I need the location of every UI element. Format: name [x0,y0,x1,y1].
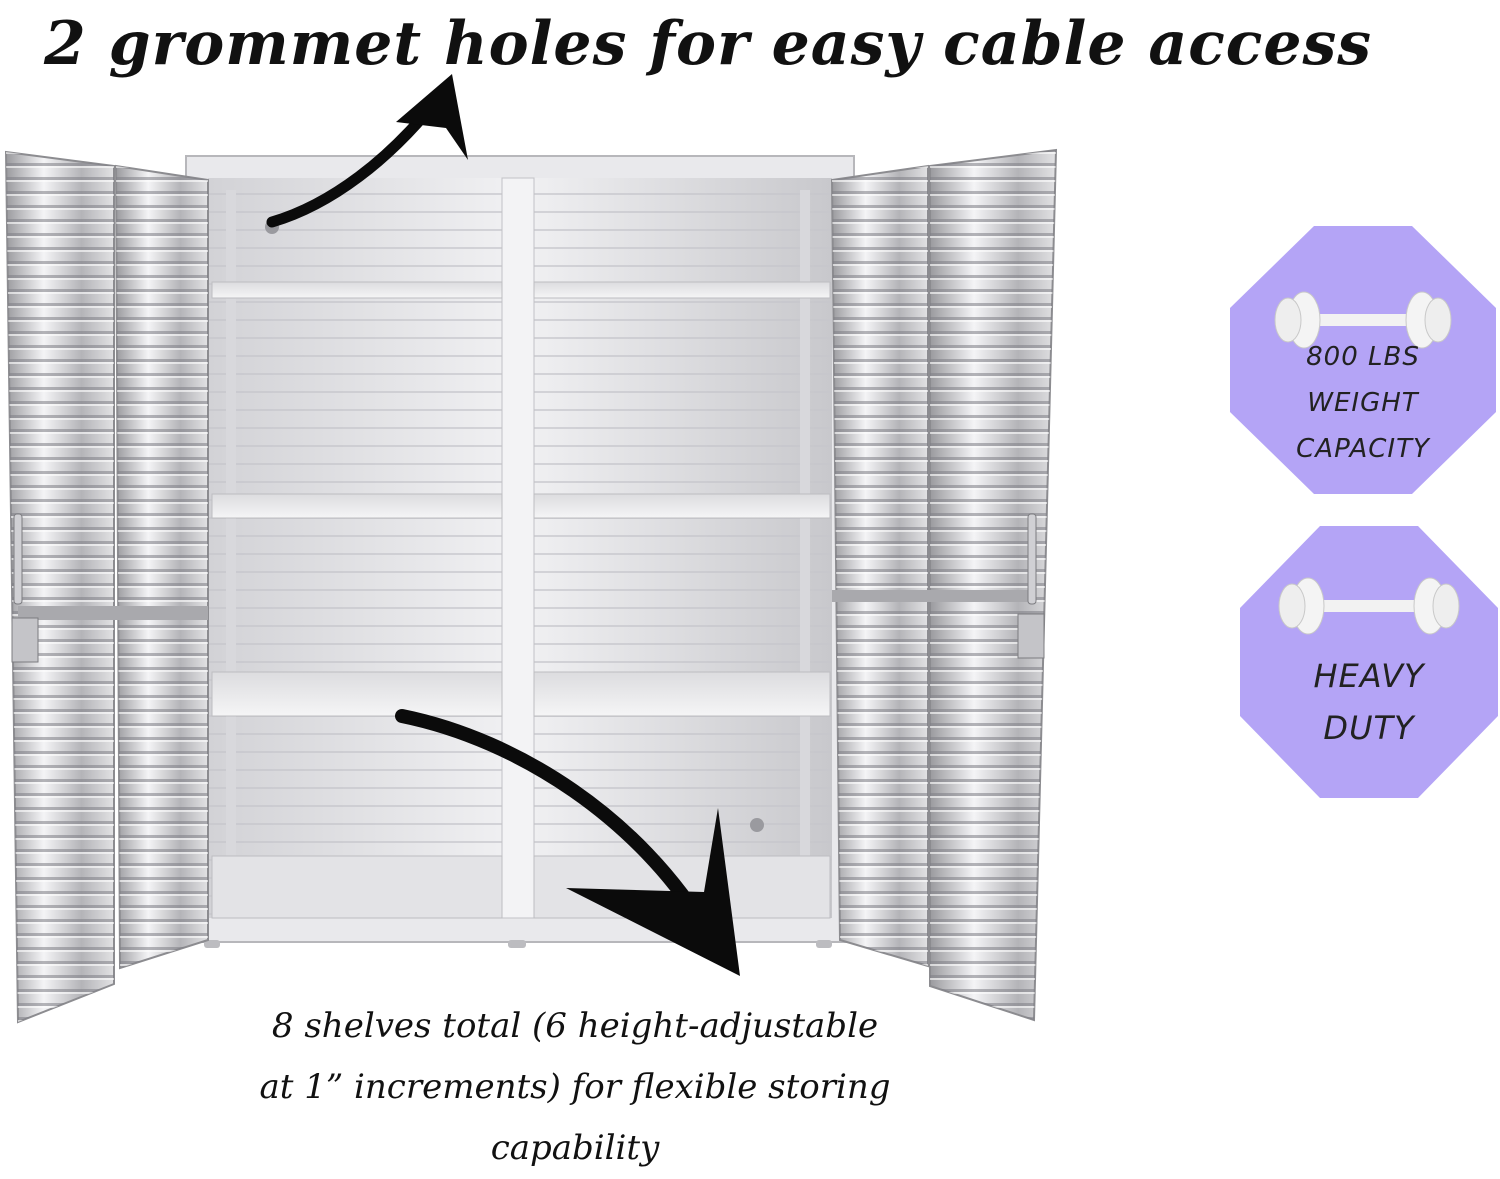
badge-line: WEIGHT [1307,388,1419,418]
shelf [211,493,503,519]
badge-line: HEAVY [1313,657,1425,695]
door-latch [11,617,39,663]
heavy-duty-badge: HEAVY DUTY [1240,526,1498,798]
shelf [533,671,831,717]
badge-line: 800 LBS [1306,342,1420,372]
door-handle [1027,513,1037,605]
arrow-to-caption-icon [395,709,740,976]
badge-line: CAPACITY [1296,434,1430,464]
grommet-hole [750,818,764,832]
badge-label: 800 LBS WEIGHT CAPACITY [1230,334,1496,472]
dumbbell-icon [1274,291,1452,349]
dumbbell-icon [1278,577,1460,635]
arrow-to-grommet-icon [266,74,468,228]
shelf [211,855,503,919]
badge-label: HEAVY DUTY [1240,650,1498,754]
right-doors [830,148,1058,1022]
door-handle [13,513,23,605]
shelf [533,493,831,519]
octagon-shape [1230,226,1496,494]
shelf [211,281,503,299]
door-latch [1017,613,1045,659]
cabinet-feet [204,940,832,948]
caption-line: 8 shelves total (6 height-adjustable [271,1006,879,1046]
shelf [533,281,831,299]
badge-line: DUTY [1323,709,1415,747]
shelves-caption: 8 shelves total (6 height-adjustable at … [250,996,900,1179]
headline: 2 grommet holes for easy cable access [44,9,1373,79]
caption-line: capability [490,1128,660,1168]
shelf [211,671,503,717]
caption-line: at 1” increments) for flexible storing [259,1067,891,1107]
weight-capacity-badge: 800 LBS WEIGHT CAPACITY [1230,226,1496,494]
left-doors [4,150,209,1024]
